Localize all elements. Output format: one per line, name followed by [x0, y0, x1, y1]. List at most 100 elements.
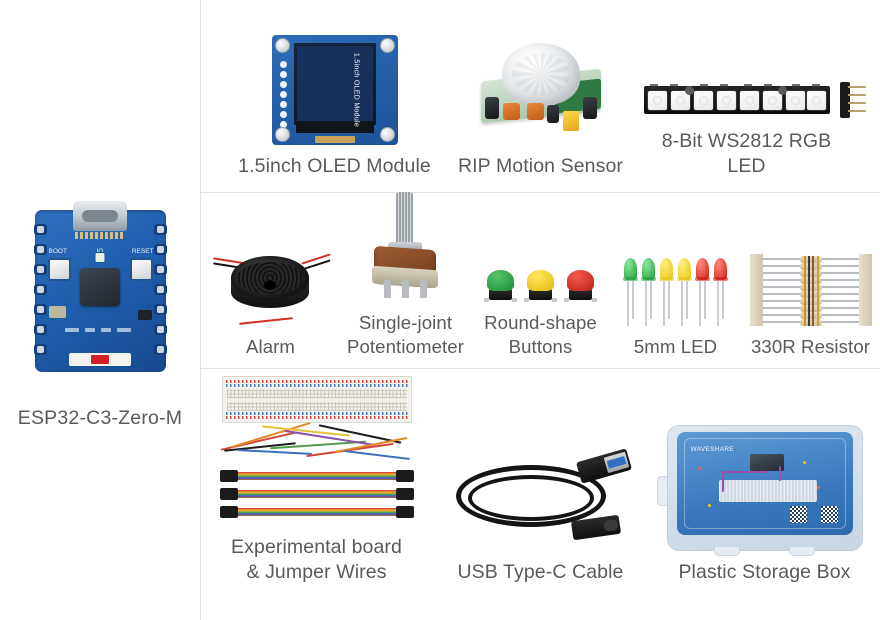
pir-jumper: [562, 111, 579, 132]
resistor-body: [799, 290, 822, 298]
oled-pin-pads: [279, 61, 287, 129]
power-rail-positive: [225, 415, 408, 419]
product-cell-pir-motion-sensor[interactable]: RIP Motion Sensor: [438, 0, 644, 192]
castellated-pad: [153, 323, 167, 335]
product-label-line-1: Round-shape: [484, 311, 597, 333]
product-label: USB Type-C Cable: [457, 561, 624, 584]
led-bulb: [696, 258, 709, 281]
castellated-pad: [153, 263, 167, 275]
solder-pads: [75, 231, 125, 239]
ribbon-cable: [219, 487, 414, 500]
resistor-tape: [749, 254, 763, 327]
usb-a-connector: [575, 448, 632, 485]
artwork-dot: [803, 461, 807, 465]
castellated-pad: [33, 283, 47, 295]
product-label: 1.5inch OLED Module: [238, 155, 431, 178]
led-leg: [663, 281, 665, 327]
led-leg: [699, 281, 701, 327]
power-rail-positive: [225, 379, 408, 383]
button-leg: [552, 297, 557, 302]
resistor-body: [799, 311, 822, 319]
led-leg: [681, 281, 683, 327]
resistor-row: [762, 255, 859, 263]
castellated-pad: [153, 243, 167, 255]
product-label: Experimental board & Jumper Wires: [231, 535, 402, 586]
led-green: [623, 258, 638, 327]
button-leg: [484, 297, 489, 302]
silk-boot-label: BOOT: [48, 247, 67, 255]
sound-hole: [263, 280, 276, 290]
resistor-body: [799, 262, 822, 270]
castellated-pad: [33, 243, 47, 255]
product-cell-potentiometer[interactable]: Single-joint Potentiometer: [338, 191, 473, 368]
box-lid-inner-border: [683, 438, 846, 530]
resistor-pack-graphic: [749, 254, 872, 327]
alarm-buzzer-image: [203, 193, 338, 326]
capacitor-icon: [582, 97, 597, 120]
product-cell-alarm-buzzer[interactable]: Alarm: [203, 193, 338, 368]
mcu-chip-icon: [80, 267, 120, 306]
featured-product-cell[interactable]: BOOT IO RESET: [0, 0, 201, 620]
led-bulb: [624, 258, 637, 281]
resistor-row: [762, 318, 859, 326]
resistor-row: [762, 290, 859, 298]
usb-cable-image: [429, 369, 653, 551]
alarm-buzzer-graphic: [209, 242, 333, 326]
product-label: 8-Bit WS2812 RGB LED: [661, 129, 832, 178]
storage-box-image: WAVESHARE: [653, 369, 877, 557]
product-cell-round-buttons[interactable]: Round-shape Buttons: [473, 193, 608, 368]
product-cell-oled-module[interactable]: 1.5inch OLED Module 1.5inch OLED Module: [232, 0, 438, 192]
resistor-row: [762, 311, 859, 319]
resistor-body: [799, 276, 822, 284]
smd-component: [649, 83, 658, 89]
led-yellow: [677, 258, 692, 327]
led-rim: [623, 277, 638, 282]
box-latch: [789, 546, 816, 557]
mounting-hole: [777, 85, 787, 95]
product-cell-ws2812-rgb-led[interactable]: 8-Bit WS2812 RGB LED: [643, 0, 866, 192]
resistor-row: [762, 269, 859, 277]
product-cell-resistor-330r[interactable]: 330R Resistor: [743, 193, 878, 368]
power-rail-negative: [225, 411, 408, 415]
oled-silkscreen-text: 1.5inch OLED Module: [352, 53, 360, 128]
product-row-3: Experimental board & Jumper Wires USB Ty…: [201, 368, 880, 620]
smd-component: [699, 83, 708, 89]
pir-sensor-graphic: [475, 41, 607, 145]
product-cell-usb-cable[interactable]: USB Type-C Cable: [429, 369, 653, 620]
boot-button-icon: [47, 257, 71, 281]
resistor-body: [799, 297, 822, 305]
crystal-icon: [48, 305, 66, 318]
resistor-tape: [858, 254, 872, 327]
led-leg: [717, 281, 719, 327]
led-leg: [650, 281, 652, 320]
product-cell-led-5mm[interactable]: 5mm LED: [608, 193, 743, 368]
resistor-body: [799, 304, 822, 312]
resistor-image: [743, 193, 878, 327]
pot-terminal: [419, 279, 427, 298]
product-label-line-1: Single-joint: [358, 311, 453, 333]
product-label: 330R Resistor: [750, 336, 871, 358]
product-cell-breadboard-jumpers[interactable]: Experimental board & Jumper Wires: [205, 369, 429, 620]
button-cap: [527, 269, 554, 291]
oled-bezel: [295, 121, 374, 134]
led-red: [713, 258, 728, 327]
product-cell-storage-box[interactable]: WAVESHARE: [653, 369, 877, 620]
led-leg: [632, 281, 634, 320]
ribbon-cable: [219, 469, 414, 482]
led-leg: [668, 281, 670, 320]
castellated-pad: [153, 223, 167, 235]
ws2812-strip-image: [643, 0, 866, 120]
led-leg: [645, 281, 647, 327]
potentiometer-image: [338, 191, 473, 302]
artwork-dot: [708, 504, 712, 508]
product-label: RIP Motion Sensor: [457, 155, 623, 178]
button-base: [569, 288, 592, 300]
silkscreen-mark: [116, 327, 131, 332]
ribbon-connector: [395, 505, 414, 518]
red-wire: [238, 317, 293, 326]
button-cap: [487, 269, 514, 291]
tactile-button-green: [484, 269, 517, 302]
oled-module-graphic: 1.5inch OLED Module: [271, 35, 398, 146]
ribbon-connector: [219, 469, 238, 482]
